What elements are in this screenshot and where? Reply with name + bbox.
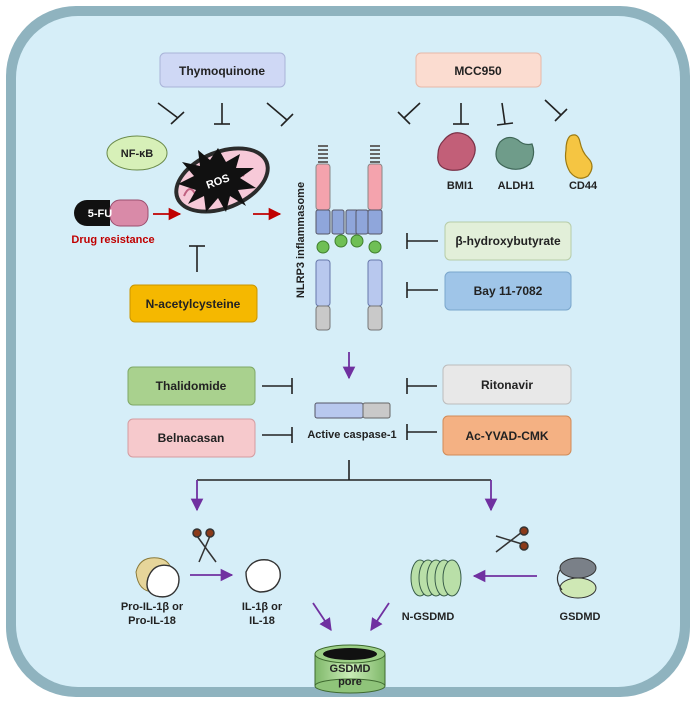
il-label-line1: IL-1β or bbox=[242, 601, 283, 613]
ac-yvad-cmk-label: Ac-YVAD-CMK bbox=[465, 429, 548, 443]
gsdmd-pore-icon: GSDMD pore bbox=[314, 644, 386, 694]
aldh1-node: ALDH1 bbox=[495, 136, 535, 192]
mcc950-inhibition-lines bbox=[397, 99, 568, 126]
thymoquinone-inhibition-lines bbox=[157, 102, 294, 127]
thalidomide-inhibition-line bbox=[262, 378, 293, 394]
card-domains bbox=[316, 234, 382, 254]
ritonavir-label: Ritonavir bbox=[481, 378, 533, 392]
fu-capsule: 5-FU bbox=[74, 199, 149, 227]
thymoquinone-box: Thymoquinone bbox=[159, 52, 286, 88]
n-gsdmd-icon bbox=[410, 559, 462, 597]
bmi1-node: BMI1 bbox=[437, 132, 476, 192]
ritonavir-box: Ritonavir bbox=[442, 364, 572, 405]
nlrp3-right-arm bbox=[367, 145, 383, 235]
n-gsdmd-label: N-GSDMD bbox=[402, 611, 455, 623]
il-to-pore-arrow bbox=[312, 602, 332, 632]
mcc950-label: MCC950 bbox=[454, 64, 502, 78]
il-label-line2: IL-18 bbox=[249, 615, 275, 627]
n-gsdmd-to-pore-arrow bbox=[370, 602, 390, 632]
beta-hydroxybutyrate-box: β-hydroxybutyrate bbox=[444, 221, 572, 261]
pore-label-line2: pore bbox=[338, 676, 362, 688]
mcc950-box: MCC950 bbox=[415, 52, 542, 88]
cd44-node: CD44 bbox=[564, 134, 598, 192]
nfkb-node: NF-κB bbox=[106, 135, 168, 171]
ritonavir-inhibition-line bbox=[406, 378, 437, 394]
nac-inhibition-line bbox=[189, 245, 205, 272]
procaspase-left bbox=[315, 259, 331, 331]
aldh1-label: ALDH1 bbox=[498, 180, 535, 192]
n-acetylcysteine-label: N-acetylcysteine bbox=[146, 297, 241, 311]
active-caspase-1: Active caspase-1 bbox=[307, 402, 397, 441]
fu-label: 5-FU bbox=[88, 208, 113, 220]
bay-box: Bay 11-7082 bbox=[444, 271, 572, 311]
ac-yvad-cmk-inhibition-line bbox=[406, 424, 437, 440]
asc-pyd-domains bbox=[331, 209, 369, 235]
bmi1-label: BMI1 bbox=[447, 180, 473, 192]
bhb-inhibition-line bbox=[406, 233, 438, 249]
bay-label: Bay 11-7082 bbox=[474, 284, 543, 298]
thymoquinone-label: Thymoquinone bbox=[179, 64, 265, 78]
belnacasan-box: Belnacasan bbox=[127, 418, 256, 458]
pore-label-line1: GSDMD bbox=[330, 663, 371, 675]
thalidomide-label: Thalidomide bbox=[156, 379, 227, 393]
drug-resistance-label: Drug resistance bbox=[71, 234, 154, 246]
ac-yvad-cmk-box: Ac-YVAD-CMK bbox=[442, 415, 572, 456]
nlrp3-left-arm bbox=[315, 145, 331, 235]
beta-hydroxybutyrate-label: β-hydroxybutyrate bbox=[455, 234, 561, 248]
thalidomide-box: Thalidomide bbox=[127, 366, 256, 406]
nfkb-label: NF-κB bbox=[121, 148, 153, 160]
scissors-right-icon bbox=[495, 526, 529, 553]
gsdmd-label: GSDMD bbox=[560, 611, 601, 623]
scissors-left-icon bbox=[192, 528, 217, 563]
nlrp3-label: NLRP3 inflammasome bbox=[295, 182, 307, 298]
procaspase-right bbox=[367, 259, 383, 331]
pro-il-icon bbox=[135, 557, 180, 598]
caspase-branch-connector bbox=[190, 460, 498, 512]
pro-il-label-line1: Pro-IL-1β or bbox=[121, 601, 184, 613]
nlrp3-inflammasome: NLRP3 inflammasome bbox=[295, 145, 383, 331]
il-icon bbox=[245, 559, 281, 593]
cd44-label: CD44 bbox=[569, 180, 598, 192]
belnacasan-label: Belnacasan bbox=[158, 431, 225, 445]
pro-il-label-line2: Pro-IL-18 bbox=[128, 615, 176, 627]
belnacasan-inhibition-line bbox=[262, 427, 293, 443]
n-acetylcysteine-box: N-acetylcysteine bbox=[129, 284, 258, 323]
bay-inhibition-line bbox=[406, 282, 438, 298]
active-caspase-1-label: Active caspase-1 bbox=[307, 429, 396, 441]
mitochondrion-ros: ROS bbox=[174, 146, 270, 214]
gsdmd-icon bbox=[556, 557, 597, 599]
ros-burst-icon bbox=[178, 148, 256, 212]
